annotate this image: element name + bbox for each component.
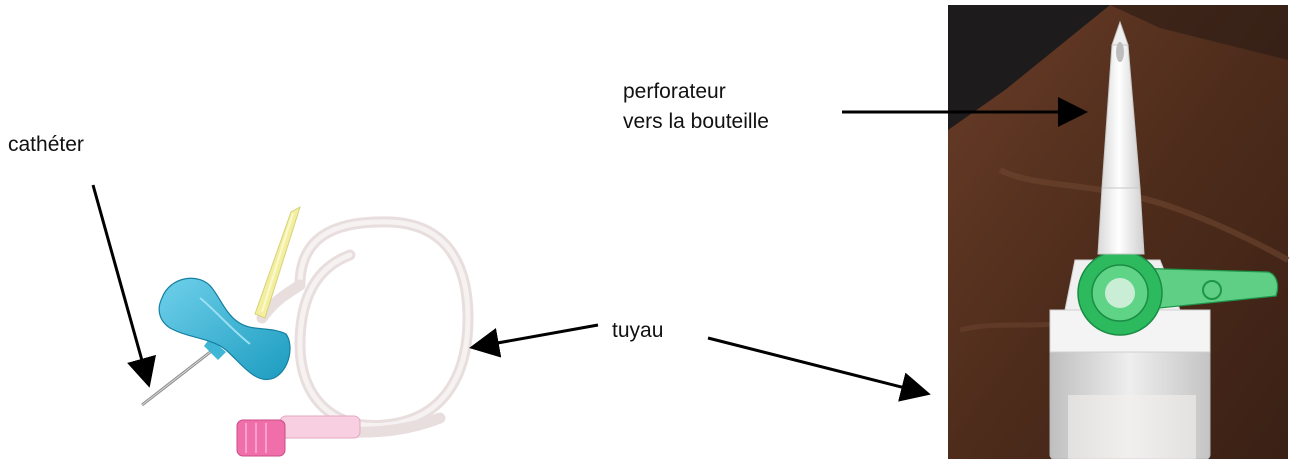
needle	[141, 338, 226, 407]
arrow-tuyau-right	[707, 336, 931, 402]
spike	[1097, 20, 1145, 255]
label-perforateur-line1: perforateur	[623, 80, 726, 103]
spike-photo	[948, 5, 1290, 459]
arrow-catheter	[91, 184, 156, 388]
arrow-tuyau-left	[469, 323, 599, 358]
annotation-arrows	[91, 97, 1088, 402]
tubing-coil	[256, 216, 474, 438]
green-clamp	[1077, 250, 1279, 336]
pink-luer-connector	[236, 415, 361, 457]
label-perforateur: perforateur vers la bouteille	[623, 77, 769, 137]
needle-guard	[254, 205, 301, 319]
butterfly-wings	[158, 277, 291, 381]
butterfly-catheter-illustration	[141, 205, 474, 457]
label-catheter: cathéter	[8, 133, 84, 156]
label-perforateur-line2: vers la bouteille	[623, 110, 769, 133]
label-tuyau: tuyau	[612, 319, 664, 342]
